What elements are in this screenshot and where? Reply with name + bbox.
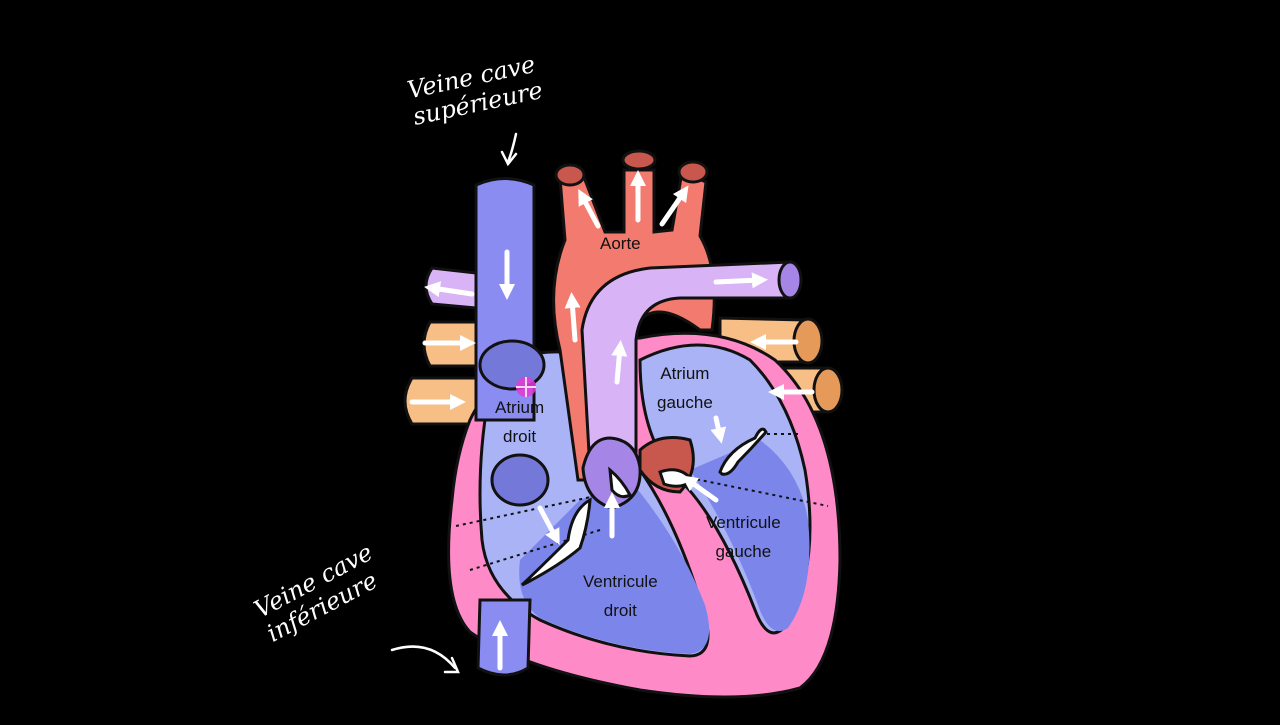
right-ventricle bbox=[519, 480, 710, 654]
pulmonary-artery bbox=[580, 260, 803, 472]
label-atrium-gauche: Atrium gauche bbox=[657, 364, 713, 412]
label-ventricule-gauche: Ventricule gauche bbox=[706, 513, 781, 561]
label-ventricule-droit: Ventricule droit bbox=[583, 572, 658, 620]
left-ventricle bbox=[690, 440, 810, 632]
label-atrium-droit: Atrium droit bbox=[495, 398, 545, 446]
vena-cava-openings bbox=[478, 339, 550, 507]
label-aorte: Aorte bbox=[600, 234, 641, 253]
cursor-icon bbox=[516, 377, 536, 397]
flow-arrows bbox=[409, 169, 815, 671]
handwritten-arrows bbox=[390, 132, 518, 674]
